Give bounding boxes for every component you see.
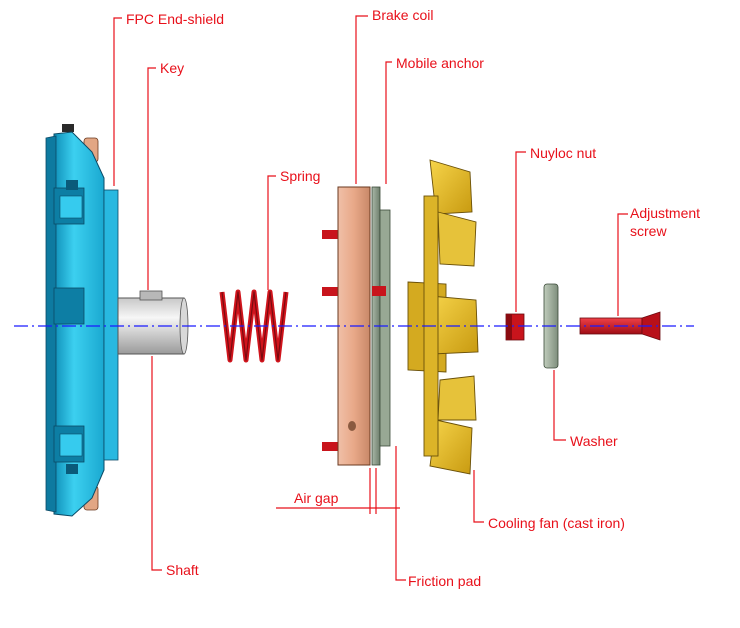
spring-part xyxy=(219,289,289,363)
adjustment-screw-label-line1: Adjustment xyxy=(630,205,700,221)
key-part xyxy=(139,290,163,301)
end-shield-label: FPC End-shield xyxy=(126,11,224,27)
shaft-label: Shaft xyxy=(166,562,199,578)
nuyloc-nut-part xyxy=(505,313,525,341)
spring-label: Spring xyxy=(280,168,320,184)
friction-pad-label: Friction pad xyxy=(408,573,481,589)
end-shield-part xyxy=(45,124,119,517)
brake-coil-label: Brake coil xyxy=(372,7,433,23)
washer-label: Washer xyxy=(570,433,618,449)
cooling-fan-label: Cooling fan (cast iron) xyxy=(488,515,625,531)
adjustment-screw-part xyxy=(579,311,661,341)
cooling-fan-part xyxy=(407,159,479,475)
air-gap-label: Air gap xyxy=(294,490,339,506)
key-label: Key xyxy=(160,60,184,76)
mobile-anchor-label: Mobile anchor xyxy=(396,55,484,71)
nuyloc-nut-label: Nuyloc nut xyxy=(530,145,596,161)
leader-lines xyxy=(113,15,628,581)
adjustment-screw-label-line2: screw xyxy=(630,223,667,239)
